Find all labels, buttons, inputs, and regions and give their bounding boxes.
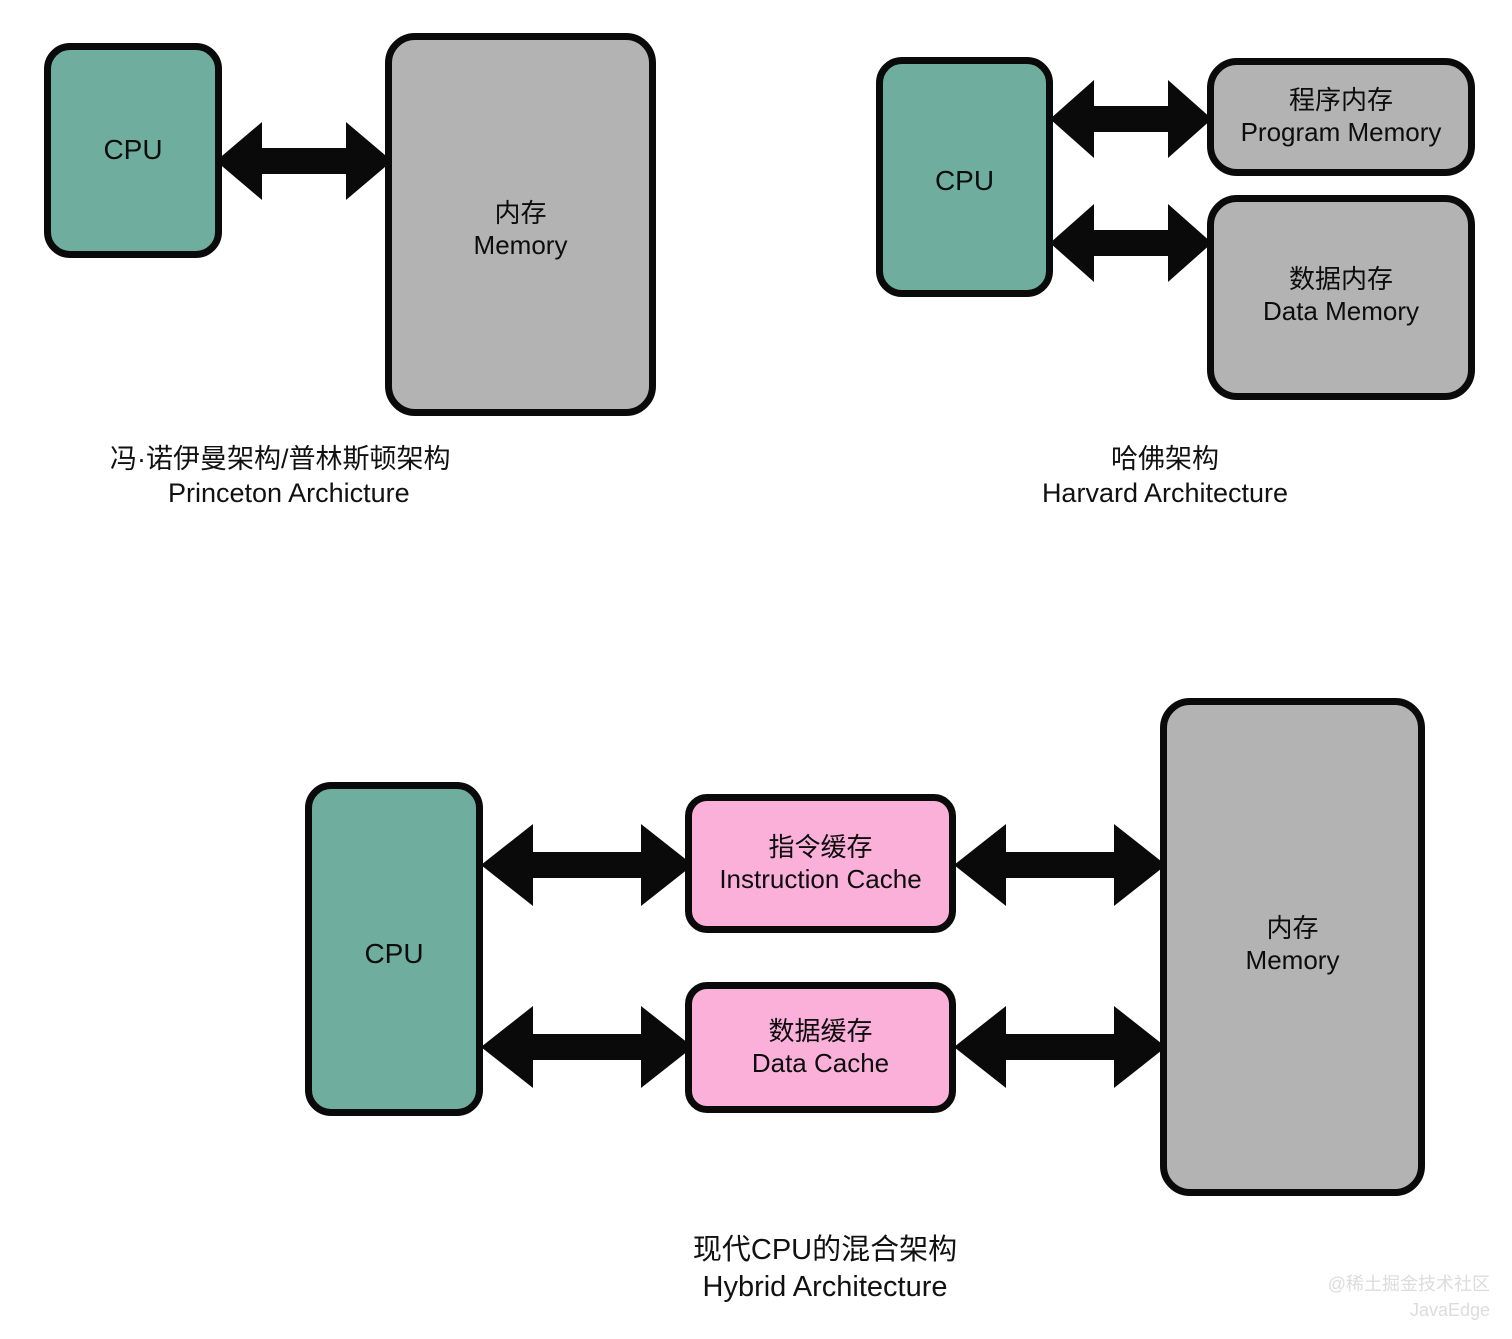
harvard-program-memory-label-cn: 程序内存 (1288, 85, 1393, 116)
harvard-cpu-box: CPU (876, 57, 1053, 297)
instruction-cache-label-en: Instruction Cache (719, 863, 922, 894)
harvard-data-memory-label-en: Data Memory (1262, 295, 1420, 326)
watermark: @稀土掘金技术社区 JavaEdge (1328, 1271, 1490, 1323)
hybrid-caption-en: Hybrid Architecture (702, 1270, 948, 1303)
hybrid-memory-label-en: Memory (1245, 944, 1340, 975)
hybrid-cpu-label: CPU (364, 938, 424, 969)
princeton-cpu-label: CPU (103, 134, 163, 166)
watermark-author: JavaEdge (1409, 1299, 1490, 1320)
cpu-to-instruction-cache-arrow (481, 824, 693, 906)
data-cache-box: 数据缓存 Data Cache (685, 982, 956, 1113)
harvard-program-memory-label-en: Program Memory (1240, 117, 1442, 147)
instruction-cache-box: 指令缓存 Instruction Cache (685, 794, 956, 933)
harvard-cpu-label: CPU (934, 165, 995, 196)
cpu-to-program-memory-arrow (1050, 80, 1212, 158)
princeton-caption-en: Princeton Archicture (168, 478, 410, 509)
harvard-data-memory-box: 数据内存 Data Memory (1207, 195, 1475, 400)
data-cache-label-cn: 数据缓存 (768, 1015, 873, 1046)
hybrid-caption: 现代CPU的混合架构 Hybrid Architecture (640, 1232, 1010, 1305)
princeton-memory-box: 内存 Memory (385, 33, 656, 416)
harvard-caption-en: Harvard Architecture (1041, 478, 1289, 509)
cpu-to-data-memory-arrow (1050, 204, 1212, 282)
instruction-cache-label-cn: 指令缓存 (768, 831, 873, 862)
harvard-program-memory-box: 程序内存 Program Memory (1207, 58, 1475, 176)
instruction-cache-to-memory-arrow (954, 824, 1166, 906)
hybrid-memory-box: 内存 Memory (1160, 698, 1425, 1196)
harvard-data-memory-label-cn: 数据内存 (1288, 264, 1393, 294)
princeton-memory-label-en: Memory (473, 229, 568, 260)
harvard-caption: 哈佛架构 Harvard Architecture (1020, 442, 1310, 510)
hybrid-caption-cn: 现代CPU的混合架构 (692, 1234, 958, 1266)
data-cache-label-en: Data Cache (751, 1047, 890, 1078)
data-cache-to-memory-arrow (954, 1006, 1166, 1088)
cpu-to-memory-arrow (216, 122, 392, 200)
princeton-cpu-box: CPU (44, 43, 222, 258)
princeton-caption: 冯·诺伊曼架构/普林斯顿架构 Princeton Archicture (110, 442, 451, 510)
harvard-caption-cn: 哈佛架构 (1111, 444, 1219, 474)
princeton-memory-label-cn: 内存 (494, 198, 547, 228)
hybrid-cpu-box: CPU (305, 782, 483, 1116)
watermark-community: @稀土掘金技术社区 (1327, 1273, 1490, 1294)
princeton-caption-cn: 冯·诺伊曼架构/普林斯顿架构 (110, 444, 451, 474)
cpu-to-data-cache-arrow (481, 1006, 693, 1088)
hybrid-memory-label-cn: 内存 (1266, 913, 1319, 943)
